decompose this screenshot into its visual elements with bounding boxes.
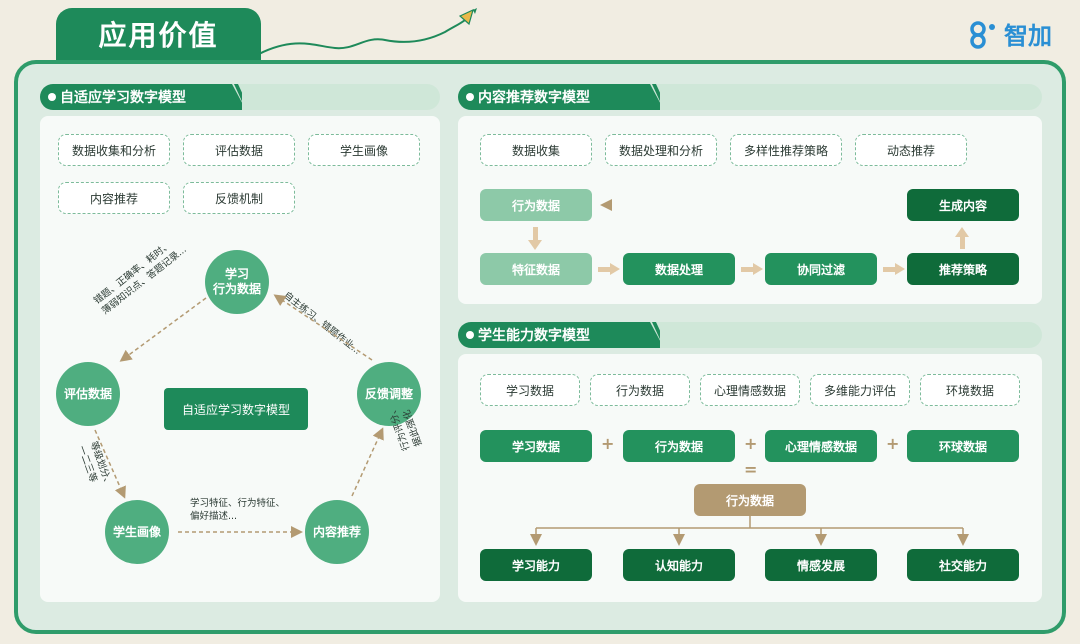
content-chip: 数据收集: [480, 134, 592, 166]
adaptive-section-title: 自适应学习数字模型: [60, 90, 186, 106]
ability-input: 学习数据: [480, 430, 592, 462]
content-chip: 数据处理和分析: [605, 134, 717, 166]
adaptive-chip: 数据收集和分析: [58, 134, 170, 166]
ability-output: 认知能力: [623, 549, 735, 581]
node-evaluation: 评估数据: [56, 362, 120, 426]
slant-deco-icon: [220, 84, 242, 110]
adaptive-center-label: 自适应学习数字模型: [164, 388, 308, 430]
ability-section-title: 学生能力数字模型: [478, 328, 590, 344]
slant-deco-icon: [638, 84, 660, 110]
node-student-profile: 学生画像: [105, 500, 169, 564]
brand-logo-icon: [970, 20, 995, 49]
brand-name: 智加: [1004, 22, 1052, 50]
ability-output: 社交能力: [907, 549, 1019, 581]
node-learning-behavior: 学习 行为数据: [205, 250, 269, 314]
note-bottom: 学习特征、行为特征、 偏好描述...: [190, 498, 286, 522]
ability-combined: 行为数据: [694, 484, 806, 516]
ability-chip: 行为数据: [590, 374, 690, 406]
brand-logo: 智加: [968, 16, 1052, 51]
ability-chip: 学习数据: [480, 374, 580, 406]
ability-output: 学习能力: [480, 549, 592, 581]
adaptive-section-header: 自适应学习数字模型: [40, 84, 440, 110]
equals-sign: =: [744, 460, 758, 479]
content-chip: 动态推荐: [855, 134, 967, 166]
slant-deco-icon: [638, 322, 660, 348]
bullet-dot-icon: [48, 93, 56, 101]
flow-behavior-data: 行为数据: [480, 189, 592, 221]
ability-section-header: 学生能力数字模型: [458, 322, 1042, 348]
content-section-title: 内容推荐数字模型: [478, 90, 590, 106]
flow-generate-content: 生成内容: [907, 189, 1019, 221]
ability-chip: 环境数据: [920, 374, 1020, 406]
ability-chip: 多维能力评估: [810, 374, 910, 406]
ability-input: 行为数据: [623, 430, 735, 462]
ability-output: 情感发展: [765, 549, 877, 581]
adaptive-chip: 内容推荐: [58, 182, 170, 214]
flow-collaborative-filter: 协同过滤: [765, 253, 877, 285]
bullet-dot-icon: [466, 93, 474, 101]
node-feedback: 反馈调整: [357, 362, 421, 426]
adaptive-chip: 评估数据: [183, 134, 295, 166]
plus-sign: +: [601, 434, 615, 453]
ability-input: 环球数据: [907, 430, 1019, 462]
flow-feature-data: 特征数据: [480, 253, 592, 285]
ability-input: 心理情感数据: [765, 430, 877, 462]
page-title: 应用价值: [56, 8, 261, 60]
node-content-recommend: 内容推荐: [305, 500, 369, 564]
plus-sign: +: [744, 434, 758, 453]
adaptive-chip: 学生画像: [308, 134, 420, 166]
bullet-dot-icon: [466, 331, 474, 339]
pencil-doodle-icon: [258, 8, 477, 55]
flow-data-processing: 数据处理: [623, 253, 735, 285]
plus-sign: +: [886, 434, 900, 453]
content-section-header: 内容推荐数字模型: [458, 84, 1042, 110]
flow-recommend-strategy: 推荐策略: [907, 253, 1019, 285]
content-chip: 多样性推荐策略: [730, 134, 842, 166]
ability-chip: 心理情感数据: [700, 374, 800, 406]
adaptive-chip: 反馈机制: [183, 182, 295, 214]
